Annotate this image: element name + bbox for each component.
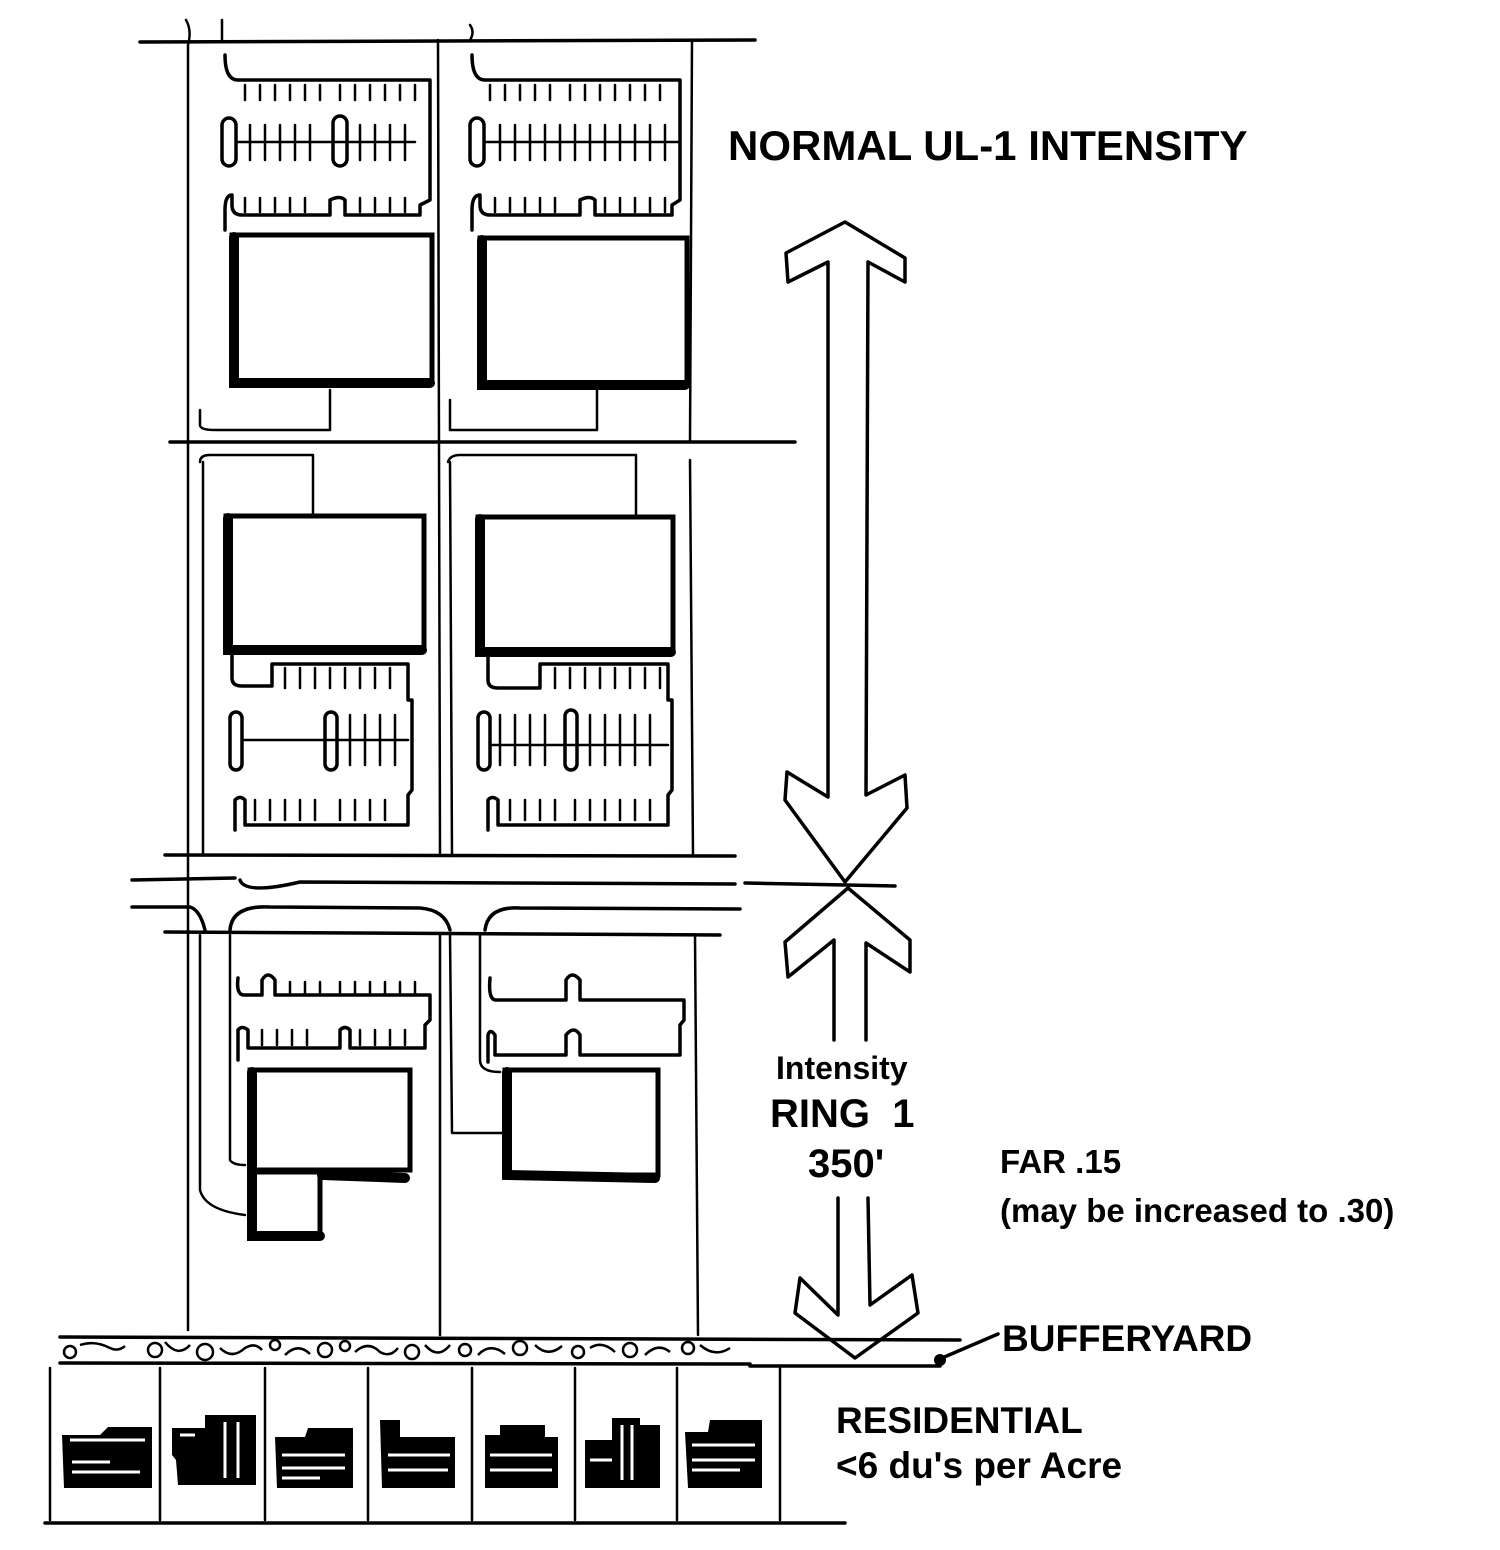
parking-lot-middle-right bbox=[476, 653, 674, 832]
house-5 bbox=[485, 1425, 558, 1488]
building-top-left bbox=[229, 232, 435, 388]
house-3 bbox=[275, 1428, 353, 1488]
house-4 bbox=[380, 1420, 455, 1488]
house-7 bbox=[685, 1420, 762, 1488]
building-middle-left bbox=[223, 513, 427, 655]
house-1 bbox=[62, 1427, 152, 1488]
houses bbox=[62, 1415, 762, 1488]
leader-dot bbox=[934, 1354, 946, 1366]
lot-lines bbox=[184, 18, 700, 1337]
residential-lots bbox=[43, 1366, 847, 1525]
bufferyard-label: BUFFERYARD bbox=[1002, 1318, 1253, 1359]
parking-lot-top-left bbox=[220, 53, 432, 232]
parking-lot-bottom-left bbox=[235, 973, 432, 1062]
far-value: FAR .15 bbox=[1000, 1143, 1122, 1180]
ring-caption: Intensity bbox=[776, 1050, 908, 1086]
residential-label: RESIDENTIAL bbox=[836, 1400, 1083, 1441]
ring-name: RING 1 bbox=[770, 1092, 915, 1136]
bufferyard-strip bbox=[58, 1332, 1000, 1368]
double-arrow-icon bbox=[783, 220, 909, 884]
house-2 bbox=[172, 1415, 256, 1485]
building-top-right bbox=[477, 235, 690, 390]
ring-distance: 350' bbox=[808, 1142, 885, 1186]
street-lines bbox=[130, 38, 897, 937]
house-6 bbox=[585, 1418, 660, 1488]
residential-density: <6 du's per Acre bbox=[836, 1445, 1123, 1486]
parking-lot-top-right bbox=[468, 53, 682, 232]
title-label: NORMAL UL-1 INTENSITY bbox=[728, 122, 1248, 169]
ring-arrow-icon bbox=[783, 886, 920, 1360]
building-bottom-left bbox=[247, 1067, 413, 1241]
far-note: (may be increased to .30) bbox=[1000, 1192, 1395, 1229]
bufferyard-shrubs bbox=[62, 1338, 731, 1362]
parking-lot-middle-left bbox=[228, 653, 414, 832]
building-middle-right bbox=[475, 514, 676, 657]
parking-lot-bottom-right bbox=[486, 973, 686, 1064]
building-bottom-right bbox=[502, 1067, 661, 1183]
